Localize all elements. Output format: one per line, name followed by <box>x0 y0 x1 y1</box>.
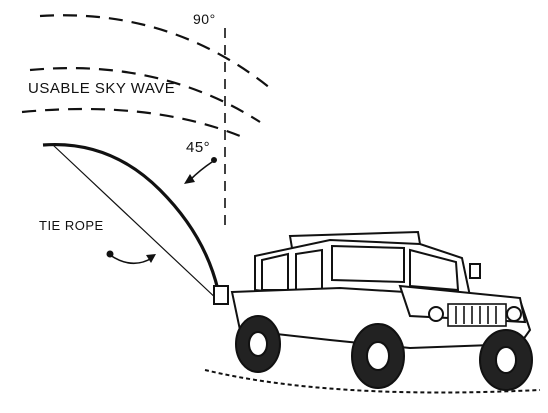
tie-rope-line <box>52 144 221 303</box>
angle-45-label: 45° <box>186 139 211 156</box>
angle-45-pointer-dot <box>211 157 217 163</box>
side-mirror <box>469 263 481 279</box>
angle-90-label: 90° <box>193 11 216 27</box>
hmmwv-vehicle <box>204 230 541 394</box>
tie-rope-pointer-arrow <box>109 254 153 265</box>
headlight-left <box>428 306 444 322</box>
whip-antenna <box>42 142 220 291</box>
windshield-right <box>409 248 460 292</box>
sky-wave-arc-inner <box>21 107 241 138</box>
wheels <box>235 315 533 391</box>
rear-window <box>261 252 289 291</box>
angle-45-pointer-arrow <box>189 161 213 181</box>
ground-shadow <box>204 369 541 394</box>
sky-wave-arcs <box>21 14 271 138</box>
usable-sky-wave-label: USABLE SKY WAVE <box>28 80 176 97</box>
sky-wave-arc-outer <box>39 14 271 89</box>
tie-rope-pointer-dot <box>106 250 114 258</box>
angle-45-arrowhead <box>184 174 195 184</box>
windshield <box>331 244 405 284</box>
tie-rope-arrowhead <box>146 254 156 263</box>
headlight-right <box>506 306 522 322</box>
door-window-rear <box>295 248 323 293</box>
tie-rope-label: TIE ROPE <box>39 218 104 233</box>
grille <box>447 303 507 327</box>
antenna-mount <box>213 285 229 305</box>
sky-wave-arc-middle <box>29 67 261 123</box>
